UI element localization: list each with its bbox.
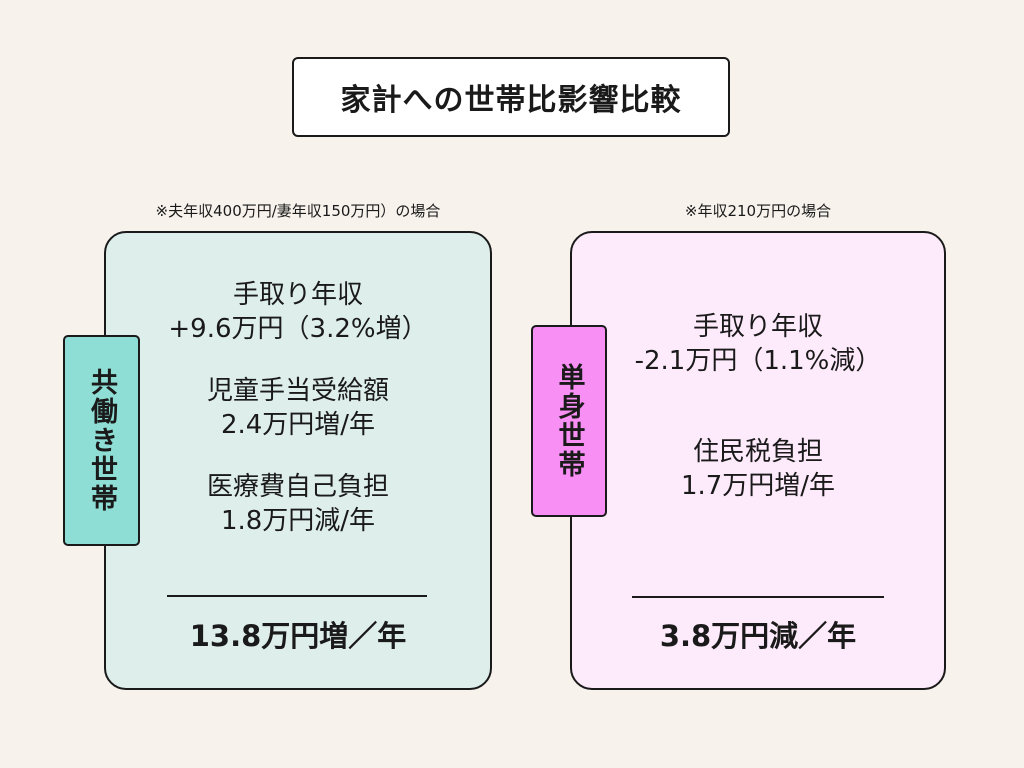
left-item-medical-cost-label: 医療費自己負担 (206, 472, 389, 502)
left-item-child-allowance-value: 2.4万円増/年 (220, 410, 376, 440)
right-item-takehome-label: 手取り年収 (692, 312, 823, 342)
dual-income-card (104, 231, 492, 690)
left-item-takehome-value: +9.6万円（3.2%増） (168, 314, 428, 344)
dual-income-tag-label: 共働き世帯 (86, 368, 117, 513)
right-item-resident-tax-label: 住民税負担 (692, 437, 823, 467)
right-condition-note: ※年収210万円の場合 (684, 202, 832, 220)
left-total: 13.8万円増／年 (189, 619, 407, 653)
right-item-takehome-value: -2.1万円（1.1%減） (634, 346, 882, 376)
left-item-takehome-label: 手取り年収 (232, 280, 363, 310)
page-title: 家計への世帯比影響比較 (292, 57, 730, 137)
left-item-medical-cost-value: 1.8万円減/年 (220, 506, 376, 536)
right-total: 3.8万円減／年 (659, 619, 857, 653)
dual-income-tag: 共働き世帯 (63, 335, 140, 546)
left-condition-note: ※夫年収400万円/妻年収150万円）の場合 (155, 202, 441, 220)
left-total-divider (167, 595, 427, 597)
page-title-text: 家計への世帯比影響比較 (340, 83, 682, 118)
right-total-divider (632, 596, 884, 598)
single-household-card (570, 231, 946, 690)
left-item-child-allowance-label: 児童手当受給額 (206, 376, 389, 406)
single-household-tag-label: 単身世帯 (553, 363, 585, 479)
right-item-resident-tax-value: 1.7万円増/年 (680, 471, 836, 501)
single-household-tag: 単身世帯 (531, 325, 607, 517)
